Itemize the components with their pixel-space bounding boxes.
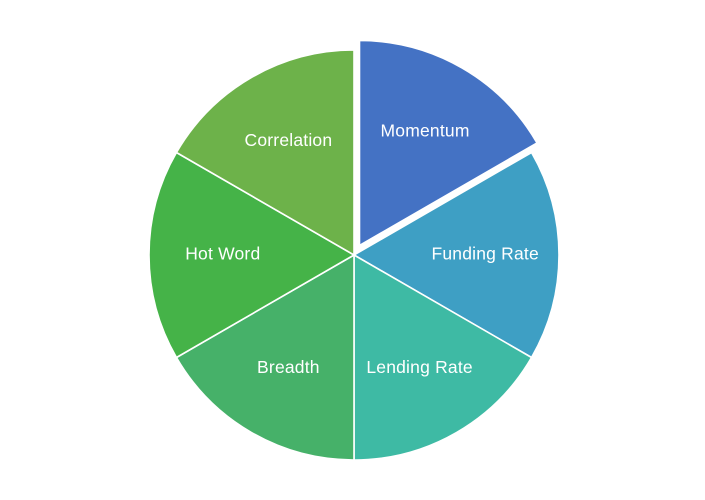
pie-slices-group	[148, 39, 560, 461]
pie-slice-hot-word[interactable]	[148, 151, 355, 359]
pie-slice-label-lending-rate: Lending Rate	[366, 357, 473, 377]
pie-slice-label-momentum: Momentum	[381, 120, 470, 140]
pie-slice-label-correlation: Correlation	[245, 130, 333, 150]
pie-slice-label-hot-word: Hot Word	[185, 244, 260, 264]
pie-slice-funding-rate[interactable]	[353, 151, 560, 359]
pie-slice-label-funding-rate: Funding Rate	[431, 244, 538, 264]
pie-slice-correlation[interactable]	[175, 49, 355, 256]
pie-slice-lending-rate[interactable]	[353, 254, 533, 461]
pie-slice-breadth[interactable]	[175, 254, 355, 461]
pie-slice-label-breadth: Breadth	[257, 357, 320, 377]
pie-slice-momentum[interactable]	[358, 39, 538, 247]
